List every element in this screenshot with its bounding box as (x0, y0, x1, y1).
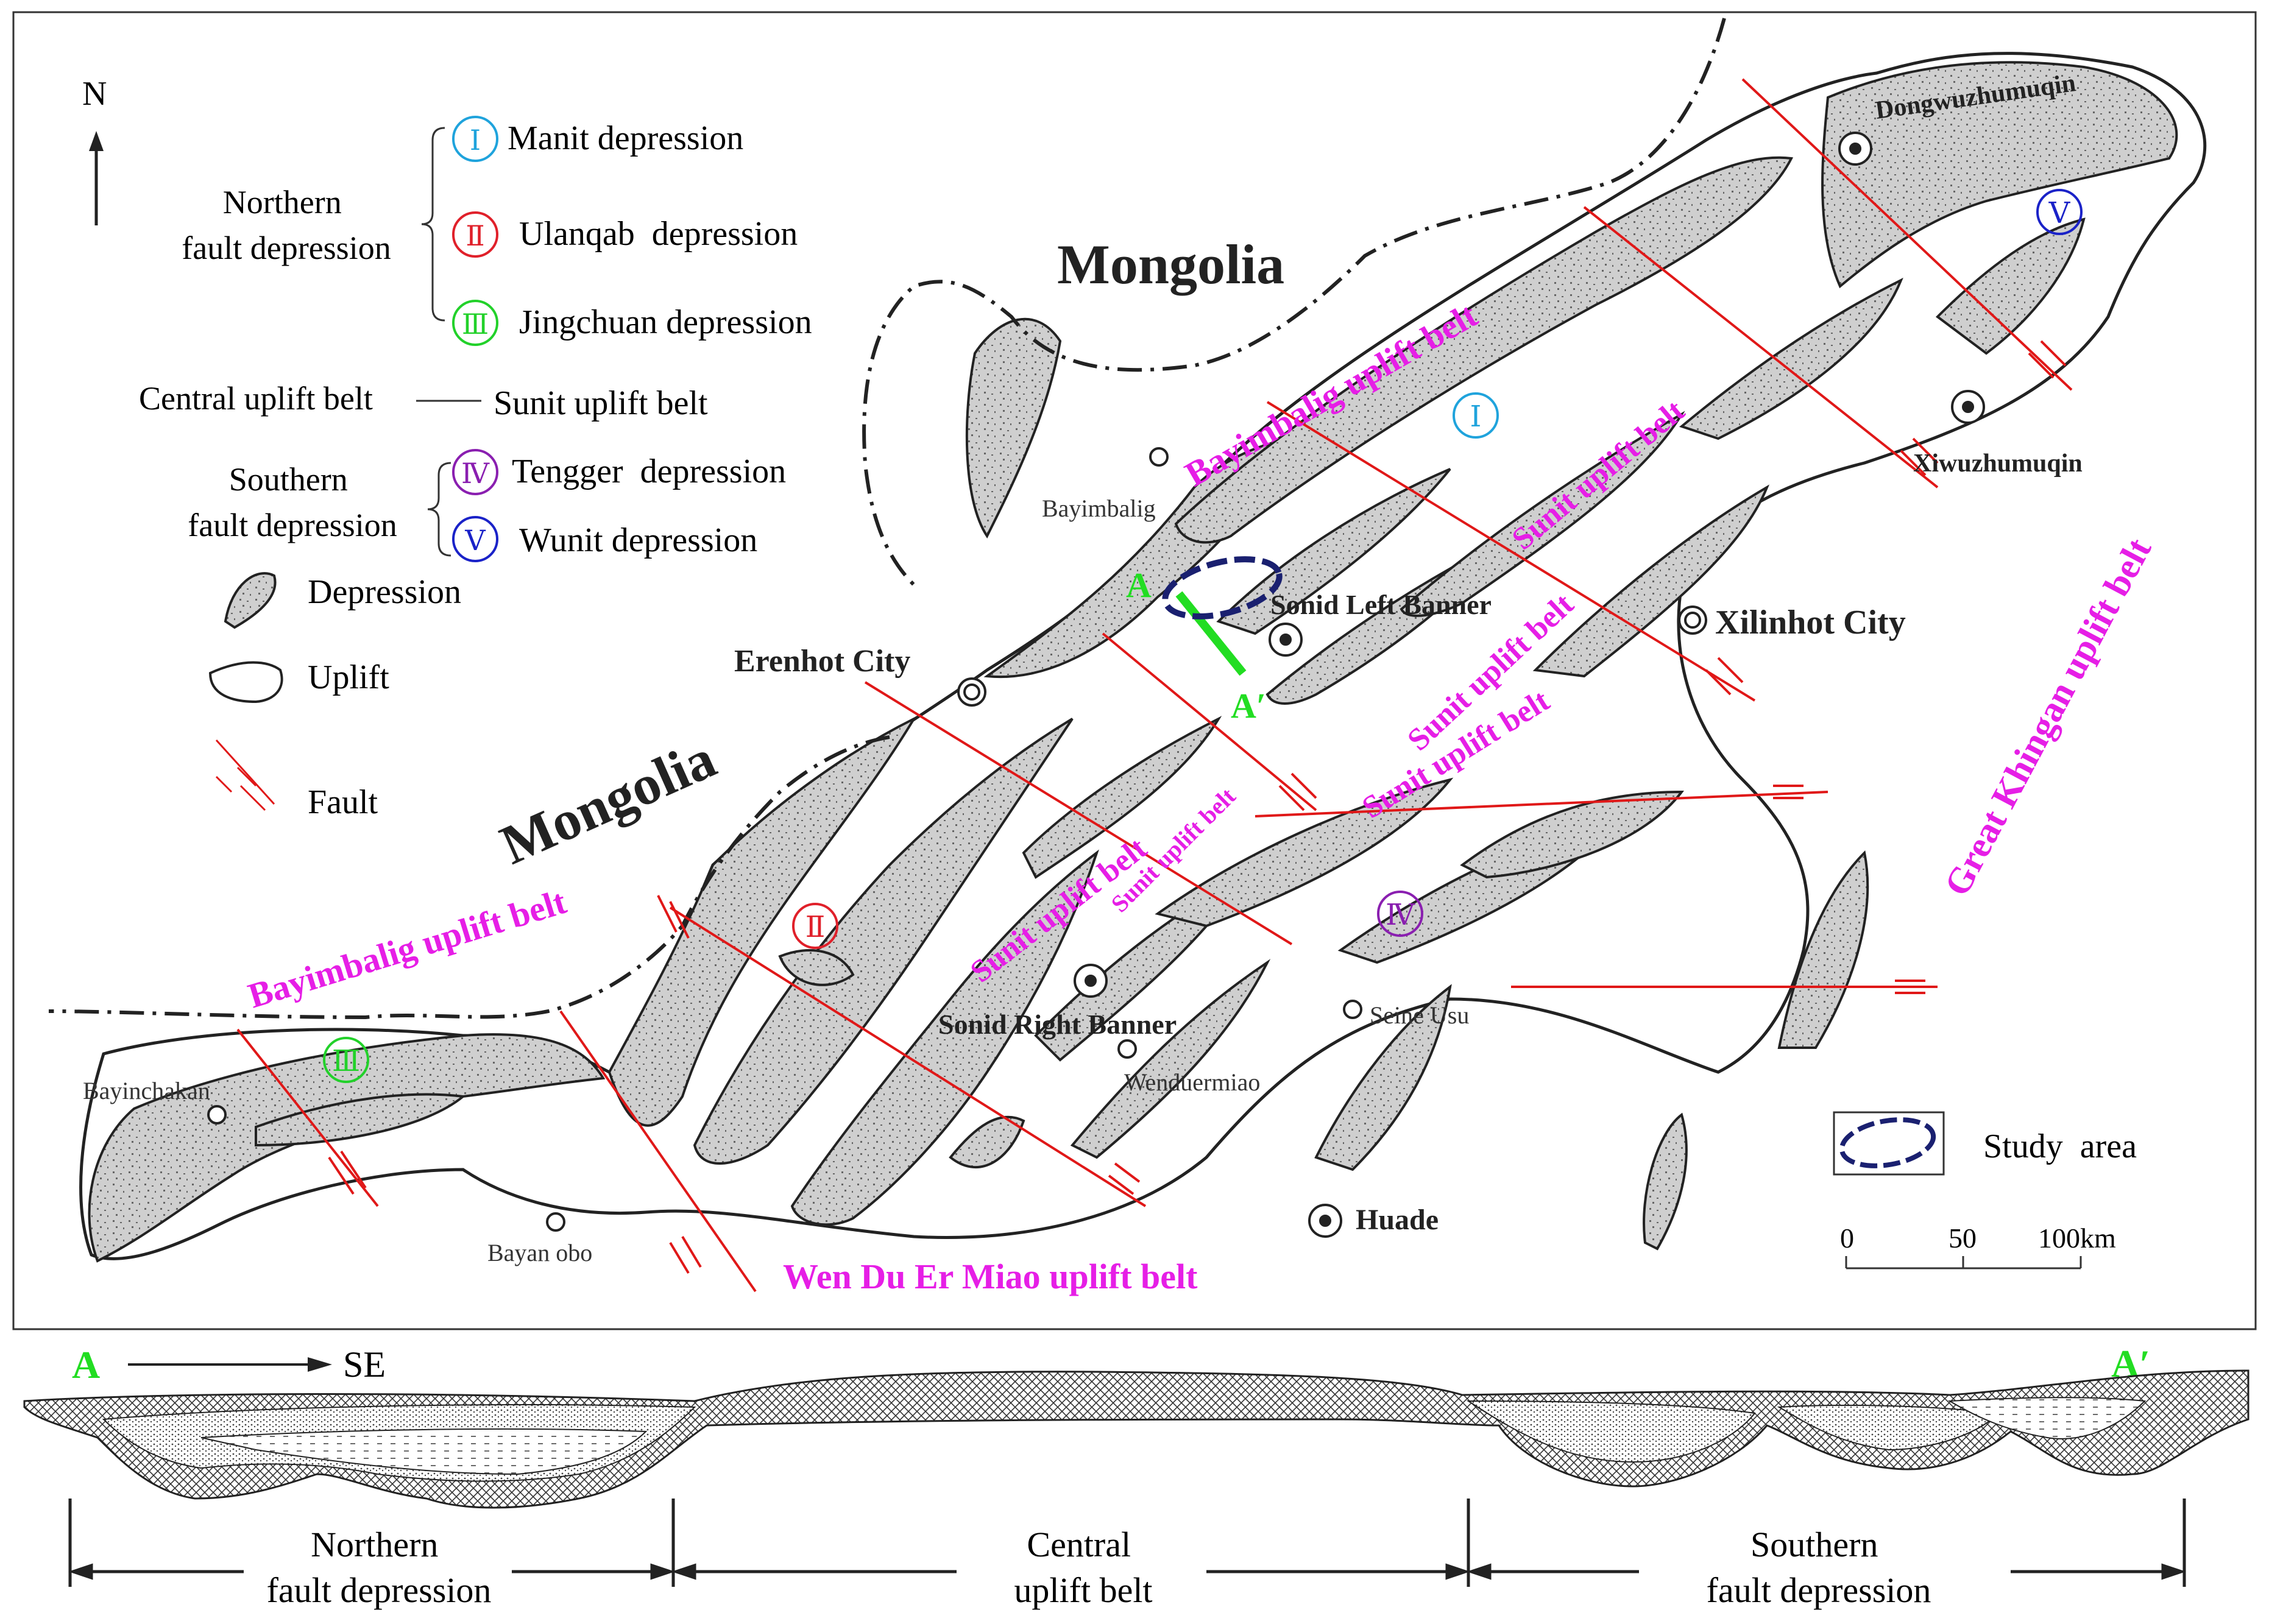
town-marker-bayan-obo (546, 1212, 565, 1232)
legend-depression-label: Depression (308, 573, 461, 611)
section-sediment-2 (200, 1428, 648, 1475)
legend-numeral-4-text: Ⅳ (461, 458, 490, 489)
town-marker-bayimbalig (1149, 447, 1169, 467)
zone-southern-line2: fault depression (1707, 1570, 1931, 1610)
study-area-legend-symbol (1839, 1117, 1936, 1168)
legend-numeral-5 (452, 516, 498, 562)
town-marker-wenduermiao (1117, 1039, 1137, 1059)
legend-numeral-5-text: Ⅴ (464, 525, 486, 556)
section-direction-label: SE (343, 1344, 386, 1385)
legend-numeral-2-text: Ⅱ (465, 221, 484, 252)
city-label-xiwu: Xiwuzhumuqin (1913, 450, 2083, 478)
town-label-seine-usu: Seine Usu (1370, 1001, 1469, 1029)
city-label-sonid-left: Sonid Left Banner (1270, 589, 1492, 620)
legend: N Northern fault depression Ⅰ Manit depr… (82, 75, 812, 821)
legend-uplift-swatch (208, 661, 283, 704)
national-border (48, 18, 1726, 1020)
legend-central-group: Central uplift belt (139, 380, 373, 417)
north-arrow-label: N (82, 75, 107, 113)
zone-numeral-5: Ⅴ (2048, 197, 2071, 230)
depression-bodies (88, 61, 2178, 1263)
legend-central-item: Sunit uplift belt (494, 384, 708, 422)
zone-central-line2: uplift belt (1014, 1570, 1152, 1610)
section-line (1175, 591, 1247, 676)
section-endpoint-a-prime: A′ (1231, 686, 1266, 726)
legend-numeral-3 (452, 300, 498, 346)
legend-item-jingchuan: Jingchuan depression (519, 303, 812, 341)
legend-northern-line2: fault depression (182, 230, 391, 266)
section-endpoint-a: A (1126, 565, 1152, 605)
legend-numeral-2 (452, 211, 498, 258)
legend-depression-swatch (224, 572, 277, 629)
town-marker-bayinchakan (207, 1105, 227, 1124)
legend-southern-line2: fault depression (188, 507, 397, 543)
legend-numeral-1-text: Ⅰ (470, 125, 481, 156)
zone-label-northern: Northern fault depression (267, 1525, 492, 1610)
zone-numeral-1: Ⅰ (1470, 401, 1482, 433)
legend-uplift-label: Uplift (308, 658, 389, 696)
section-sediment-3 (1466, 1400, 1756, 1463)
legend-item-manit: Manit depression (508, 119, 743, 157)
town-label-bayimbalig: Bayimbalig (1042, 495, 1156, 522)
zone-northern-line2: fault depression (267, 1570, 492, 1610)
legend-item-tengger: Tengger depression (512, 453, 786, 490)
town-marker-seine-usu (1343, 1000, 1362, 1019)
city-label-erenhot: Erenhot City (734, 644, 910, 679)
section-sediment-4 (1777, 1405, 2000, 1451)
scale-tick-50: 50 (1949, 1223, 1977, 1254)
belt-label-wen-du-er-miao: Wen Du Er Miao uplift belt (783, 1257, 1198, 1296)
legend-southern-group: Southern fault depression (188, 461, 397, 543)
zone-northern-line1: Northern (311, 1525, 438, 1564)
city-label-sonid-right: Sonid Right Banner (938, 1009, 1177, 1040)
scale-bar (1845, 1256, 2082, 1269)
scale-tick-0: 0 (1840, 1223, 1854, 1254)
country-label-mongolia-north: Mongolia (1057, 233, 1284, 295)
faults (236, 78, 2073, 1293)
study-area-legend-label: Study area (1983, 1128, 2137, 1165)
legend-numeral-3-text: Ⅲ (462, 309, 489, 340)
zone-central-line1: Central (1027, 1525, 1131, 1564)
cross-section: A SE A′ Nort (23, 1342, 2250, 1610)
city-symbols (207, 132, 1985, 1238)
legend-northern-group: Northern fault depression (182, 184, 391, 266)
zone-southern-line1: Southern (1750, 1525, 1878, 1564)
legend-item-ulanqab: Ulanqab depression (519, 215, 798, 253)
city-label-xilinhot: Xilinhot City (1715, 604, 1906, 641)
town-label-bayinchakan: Bayinchakan (83, 1077, 210, 1104)
zone-numeral-3: Ⅲ (332, 1045, 360, 1078)
zone-numeral-2: Ⅱ (805, 911, 826, 944)
legend-northern-line1: Northern (223, 184, 342, 221)
basin-outline (79, 52, 2207, 1260)
zone-numeral-4: Ⅳ (1386, 899, 1415, 931)
zone-marker-2 (792, 903, 838, 949)
zone-label-central: Central uplift belt (1014, 1525, 1152, 1610)
section-sediment-5 (1947, 1397, 2147, 1439)
town-label-bayan-obo: Bayan obo (487, 1239, 592, 1266)
zone-label-southern: Southern fault depression (1707, 1525, 1931, 1610)
map-body (79, 52, 2207, 1263)
scale-tick-100: 100km (2038, 1223, 2116, 1254)
legend-numeral-4 (452, 449, 498, 495)
section-start-label: A (72, 1343, 100, 1386)
zone-marker-4 (1377, 891, 1423, 937)
zone-marker-3 (323, 1037, 369, 1083)
town-label-wenduermiao: Wenduermiao (1124, 1068, 1260, 1096)
study-area-ellipse (1162, 556, 1283, 620)
zone-marker-5 (2036, 189, 2083, 235)
city-label-huade: Huade (1356, 1204, 1439, 1236)
legend-numeral-1 (452, 116, 498, 162)
legend-fault-symbol (215, 739, 275, 811)
legend-southern-line1: Southern (229, 461, 348, 498)
legend-fault-label: Fault (308, 783, 378, 821)
legend-item-wunit: Wunit depression (519, 521, 757, 559)
zone-marker-1 (1453, 392, 1499, 439)
